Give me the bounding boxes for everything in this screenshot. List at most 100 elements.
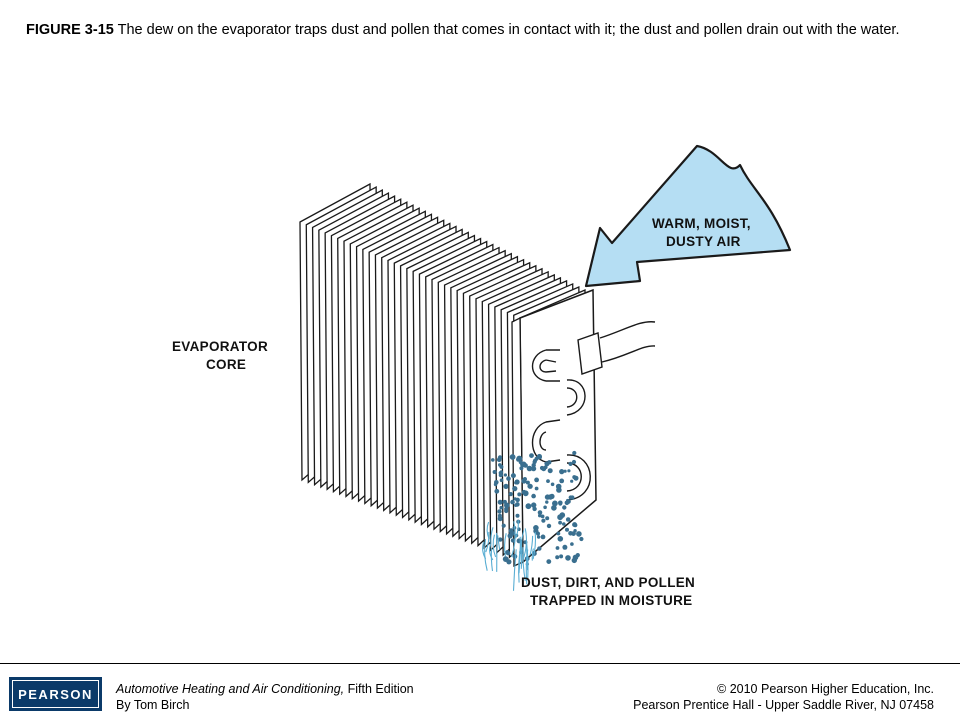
dust-particle [503, 473, 507, 477]
water-drip [492, 534, 497, 558]
dust-particle [538, 513, 542, 518]
dust-particle [540, 534, 546, 540]
water-drip [482, 541, 487, 560]
dust-particle [558, 520, 562, 525]
figure-caption: FIGURE 3-15 The dew on the evaporator tr… [26, 20, 926, 40]
dust-particle [525, 503, 532, 510]
dust-particle [547, 468, 553, 474]
dust-particle [494, 488, 500, 494]
water-drip [490, 548, 494, 572]
dust-particle [512, 486, 518, 492]
evaporator-label-line2: CORE [206, 357, 246, 372]
water-drip [512, 549, 517, 591]
water-drip [497, 535, 501, 550]
dust-particle [508, 492, 513, 497]
dust-particle [531, 466, 537, 472]
dust-particle [562, 505, 567, 510]
water-drip [490, 527, 494, 545]
dust-particle [526, 465, 533, 472]
caption-text: The dew on the evaporator traps dust and… [113, 22, 900, 38]
water-drips [482, 520, 537, 591]
dust-particle [499, 505, 504, 510]
dust-particle [497, 499, 503, 505]
water-drip [518, 536, 521, 574]
dust-particle [575, 553, 580, 558]
dust-particle [543, 465, 548, 470]
dust-particle [545, 516, 550, 521]
water-drip [531, 548, 534, 561]
evaporator-label-line1: EVAPORATOR [172, 339, 268, 354]
dust-particle [531, 502, 537, 508]
dust-particle [519, 457, 523, 461]
dust-particle [572, 450, 577, 456]
book-edition: Fifth Edition [344, 682, 414, 696]
dust-particle [537, 546, 542, 551]
dust-particle [508, 528, 514, 534]
dust-particle [545, 500, 549, 504]
dust-particle [515, 513, 520, 518]
dust-particle [536, 535, 541, 539]
dust-particle [502, 499, 507, 504]
dust-particle [527, 484, 531, 488]
dust-label-line1: DUST, DIRT, AND POLLEN [521, 575, 695, 590]
dust-particle [521, 478, 527, 484]
water-drip [484, 539, 488, 571]
dust-particle [510, 473, 516, 479]
publisher-text: Pearson Prentice Hall - Upper Saddle Riv… [633, 698, 934, 712]
dust-particle [559, 469, 565, 475]
dust-particle [504, 508, 509, 514]
dust-particle [492, 470, 497, 474]
dust-particle [497, 509, 502, 514]
dust-particle [506, 476, 511, 481]
water-drip [522, 547, 526, 581]
book-title: Automotive Heating and Air Conditioning, [116, 682, 345, 696]
dust-particle [509, 454, 516, 460]
air-label-line2: DUSTY AIR [666, 234, 741, 249]
dust-particle [533, 528, 539, 534]
logo-text: PEARSON [12, 680, 99, 708]
dust-particle [518, 460, 523, 465]
dust-particle [568, 531, 573, 536]
dust-particle [537, 510, 543, 515]
warm-air-arrow [584, 144, 792, 288]
dust-particle [568, 461, 573, 466]
dust-particle [571, 459, 577, 465]
dust-particle [543, 505, 547, 510]
dust-particle [573, 529, 577, 533]
dust-particle [519, 466, 524, 471]
publisher-logo: PEARSON [9, 677, 102, 711]
dust-particle [565, 555, 571, 561]
dust-particle [522, 490, 529, 497]
dust-particle [572, 522, 578, 528]
dust-particle [564, 500, 570, 506]
dust-particle [514, 503, 518, 507]
dust-particle [510, 499, 515, 505]
dust-particle [506, 559, 512, 565]
dust-particle [541, 518, 546, 523]
dust-particle [546, 559, 552, 564]
dust-particle [556, 531, 561, 536]
air-label-line1: WARM, MOIST, [652, 216, 751, 231]
dust-particle [514, 481, 518, 485]
water-drip [485, 531, 490, 553]
dust-particle [576, 531, 582, 537]
dust-particle [498, 537, 503, 542]
dust-particle [551, 505, 557, 511]
dust-particle [546, 479, 550, 483]
dust-particle [499, 470, 503, 474]
dust-particle [565, 517, 571, 522]
dust-particle [544, 461, 550, 467]
dust-particle [534, 486, 539, 491]
dust-particle [534, 477, 539, 483]
dust-particle [558, 501, 563, 506]
dust-particle [501, 523, 506, 528]
dust-particle [562, 544, 568, 550]
footer-divider [0, 663, 960, 664]
dust-particle [523, 463, 528, 468]
dust-particle [531, 493, 536, 499]
dust-particle [563, 469, 567, 473]
dust-particle [546, 523, 552, 529]
dust-particle [539, 465, 545, 471]
dust-particle [547, 494, 554, 500]
dust-particle [536, 453, 543, 460]
